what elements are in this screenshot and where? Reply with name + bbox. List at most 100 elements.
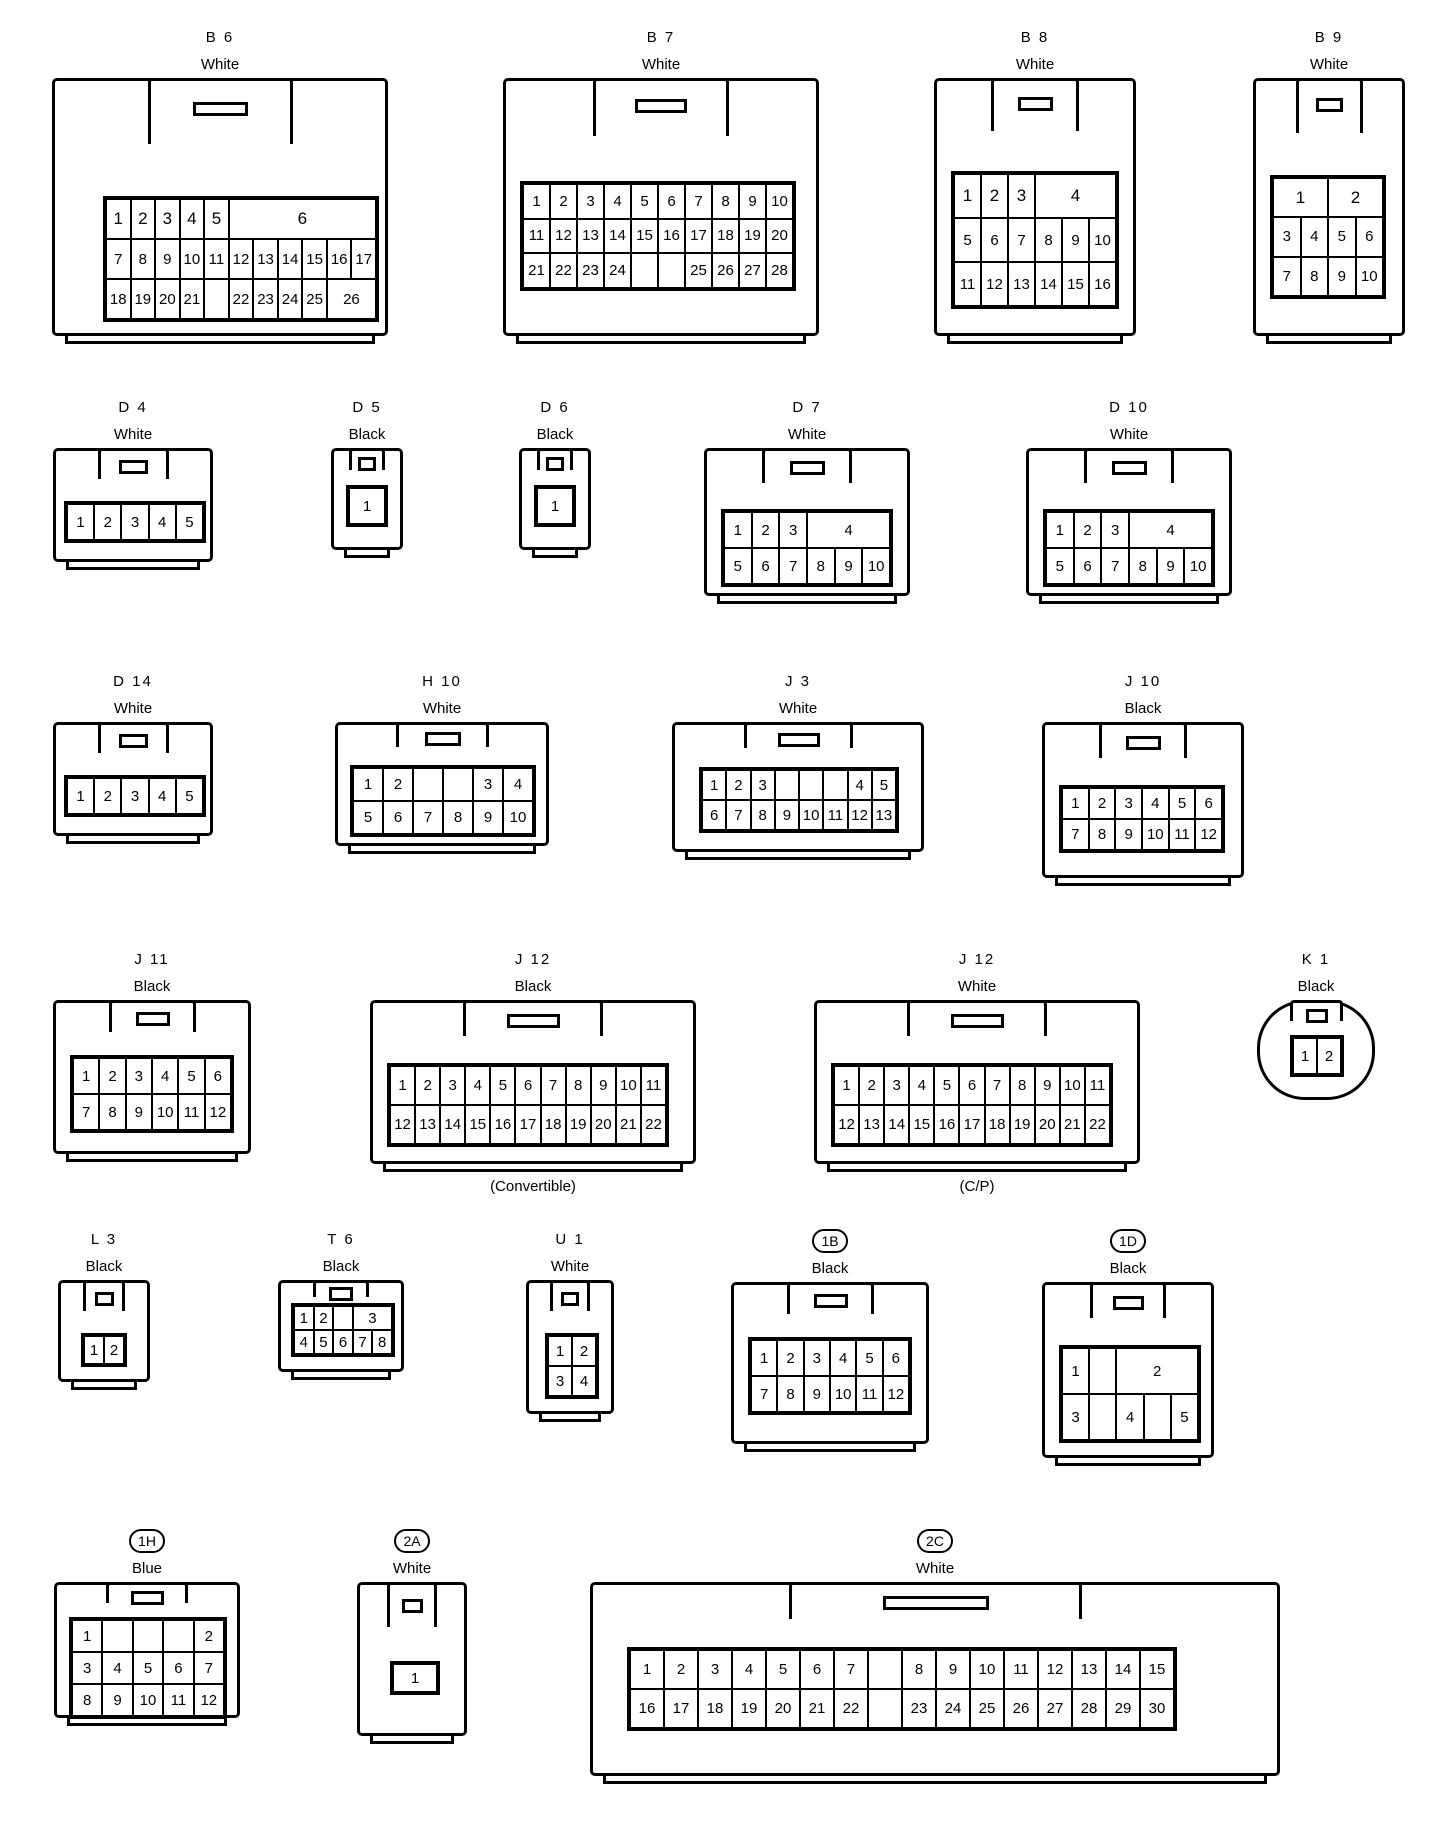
- connector-code: J 12: [368, 946, 698, 973]
- pin-cavity: 20: [590, 1105, 616, 1144]
- pin-cavity: 9: [1062, 218, 1089, 262]
- pin-cavity: 19: [739, 218, 766, 254]
- pin-cavity: 2: [550, 184, 577, 219]
- pin-cavity: 1: [67, 778, 95, 814]
- pin-cavity-blank: [823, 770, 848, 800]
- latch-housing: [1290, 1000, 1343, 1023]
- connector-code: D 5: [330, 394, 404, 421]
- pin-cavity: 11: [823, 800, 848, 830]
- connector-skirt: [717, 593, 897, 604]
- pin-cavity: 1: [294, 1306, 314, 1330]
- pin-cavity: 17: [351, 239, 376, 279]
- connector-skirt: [1266, 333, 1392, 344]
- connector-color: Blue: [131, 1560, 163, 1577]
- pin-cavity: 1: [73, 1058, 100, 1094]
- connector-code: T 6: [276, 1226, 406, 1253]
- pin-cavity: 9: [1328, 256, 1356, 296]
- pin-cavity: 4: [830, 1340, 857, 1376]
- pin-cavity: 16: [326, 239, 352, 279]
- connector-code-label: D 10: [1109, 399, 1149, 416]
- connector-skirt: [71, 1379, 137, 1390]
- pin-cavity: 1: [1062, 1348, 1090, 1394]
- pin-cavity: 26: [1004, 1689, 1038, 1728]
- latch-tab: [402, 1599, 423, 1613]
- pin-cavity: 10: [1089, 218, 1116, 262]
- pin-cavity: 11: [1168, 819, 1196, 850]
- latch-tab: [507, 1014, 560, 1028]
- pin-cavity: 14: [884, 1105, 910, 1144]
- pin-cavity: 3: [440, 1066, 466, 1105]
- pin-cavity: 7: [751, 1376, 778, 1412]
- pin-cavity: 1: [834, 1066, 860, 1105]
- pin-cavity-blank: [132, 1620, 164, 1652]
- pin-cavity: 12: [390, 1105, 416, 1144]
- connector-code-label: J 10: [1124, 673, 1162, 690]
- connector-color: White: [200, 56, 240, 73]
- pin-cavity: 7: [779, 548, 807, 584]
- latch-tab: [193, 102, 248, 116]
- pin-cavity: 6: [383, 801, 413, 834]
- connector-code-label: 2C: [917, 1529, 953, 1553]
- pin-cavity: 14: [1106, 1650, 1140, 1689]
- pin-cavity: 1: [1293, 1038, 1317, 1074]
- pin-cavity: 18: [984, 1105, 1010, 1144]
- connector-code-label: H 10: [422, 673, 462, 690]
- pin-cavity: 5: [871, 770, 896, 800]
- pin-cavity: 6: [658, 184, 685, 219]
- pin-cavity: 1: [353, 768, 383, 801]
- pin-cavity: 13: [871, 800, 896, 830]
- connector-code-label: B 7: [646, 29, 676, 46]
- pin-cavity: 25: [685, 253, 712, 288]
- pin-cavity: 8: [806, 548, 835, 584]
- pin-cavity: 9: [834, 548, 863, 584]
- pin-cavity: 15: [465, 1105, 491, 1144]
- pin-cavity: 6: [204, 1058, 231, 1094]
- connector-code-label: J 12: [958, 951, 996, 968]
- pin-cavity: 1: [724, 512, 752, 548]
- pin-cavity: 18: [712, 218, 739, 254]
- pin-cavity: 1: [1062, 788, 1089, 819]
- pin-cavity-blank: [1089, 1348, 1117, 1394]
- latch-tab: [119, 460, 148, 474]
- connector-code-label: D 7: [792, 399, 822, 416]
- pin-cavity: 1: [537, 488, 573, 524]
- pin-cavity-blank: [631, 253, 658, 288]
- pin-cavity: 21: [615, 1105, 641, 1144]
- pin-cavity: 5: [954, 218, 981, 262]
- pin-cavity: 3: [1062, 1394, 1090, 1440]
- pin-cavity: 19: [130, 279, 156, 319]
- pin-cavity: 10: [132, 1684, 164, 1716]
- pin-cavity: 12: [981, 262, 1008, 306]
- pin-cavity: 1: [523, 184, 550, 219]
- pin-cavity: 18: [106, 279, 131, 319]
- pin-cavity: 5: [204, 199, 229, 239]
- connector-code: B 7: [500, 24, 822, 51]
- latch-housing: [106, 1582, 188, 1605]
- pin-cavity: 5: [175, 778, 203, 814]
- pin-cavity: 18: [540, 1105, 566, 1144]
- pin-cavity: 16: [630, 1689, 664, 1728]
- pin-cavity: 9: [803, 1376, 830, 1412]
- pin-cavity: 10: [152, 1094, 179, 1130]
- connector-code: U 1: [524, 1226, 616, 1253]
